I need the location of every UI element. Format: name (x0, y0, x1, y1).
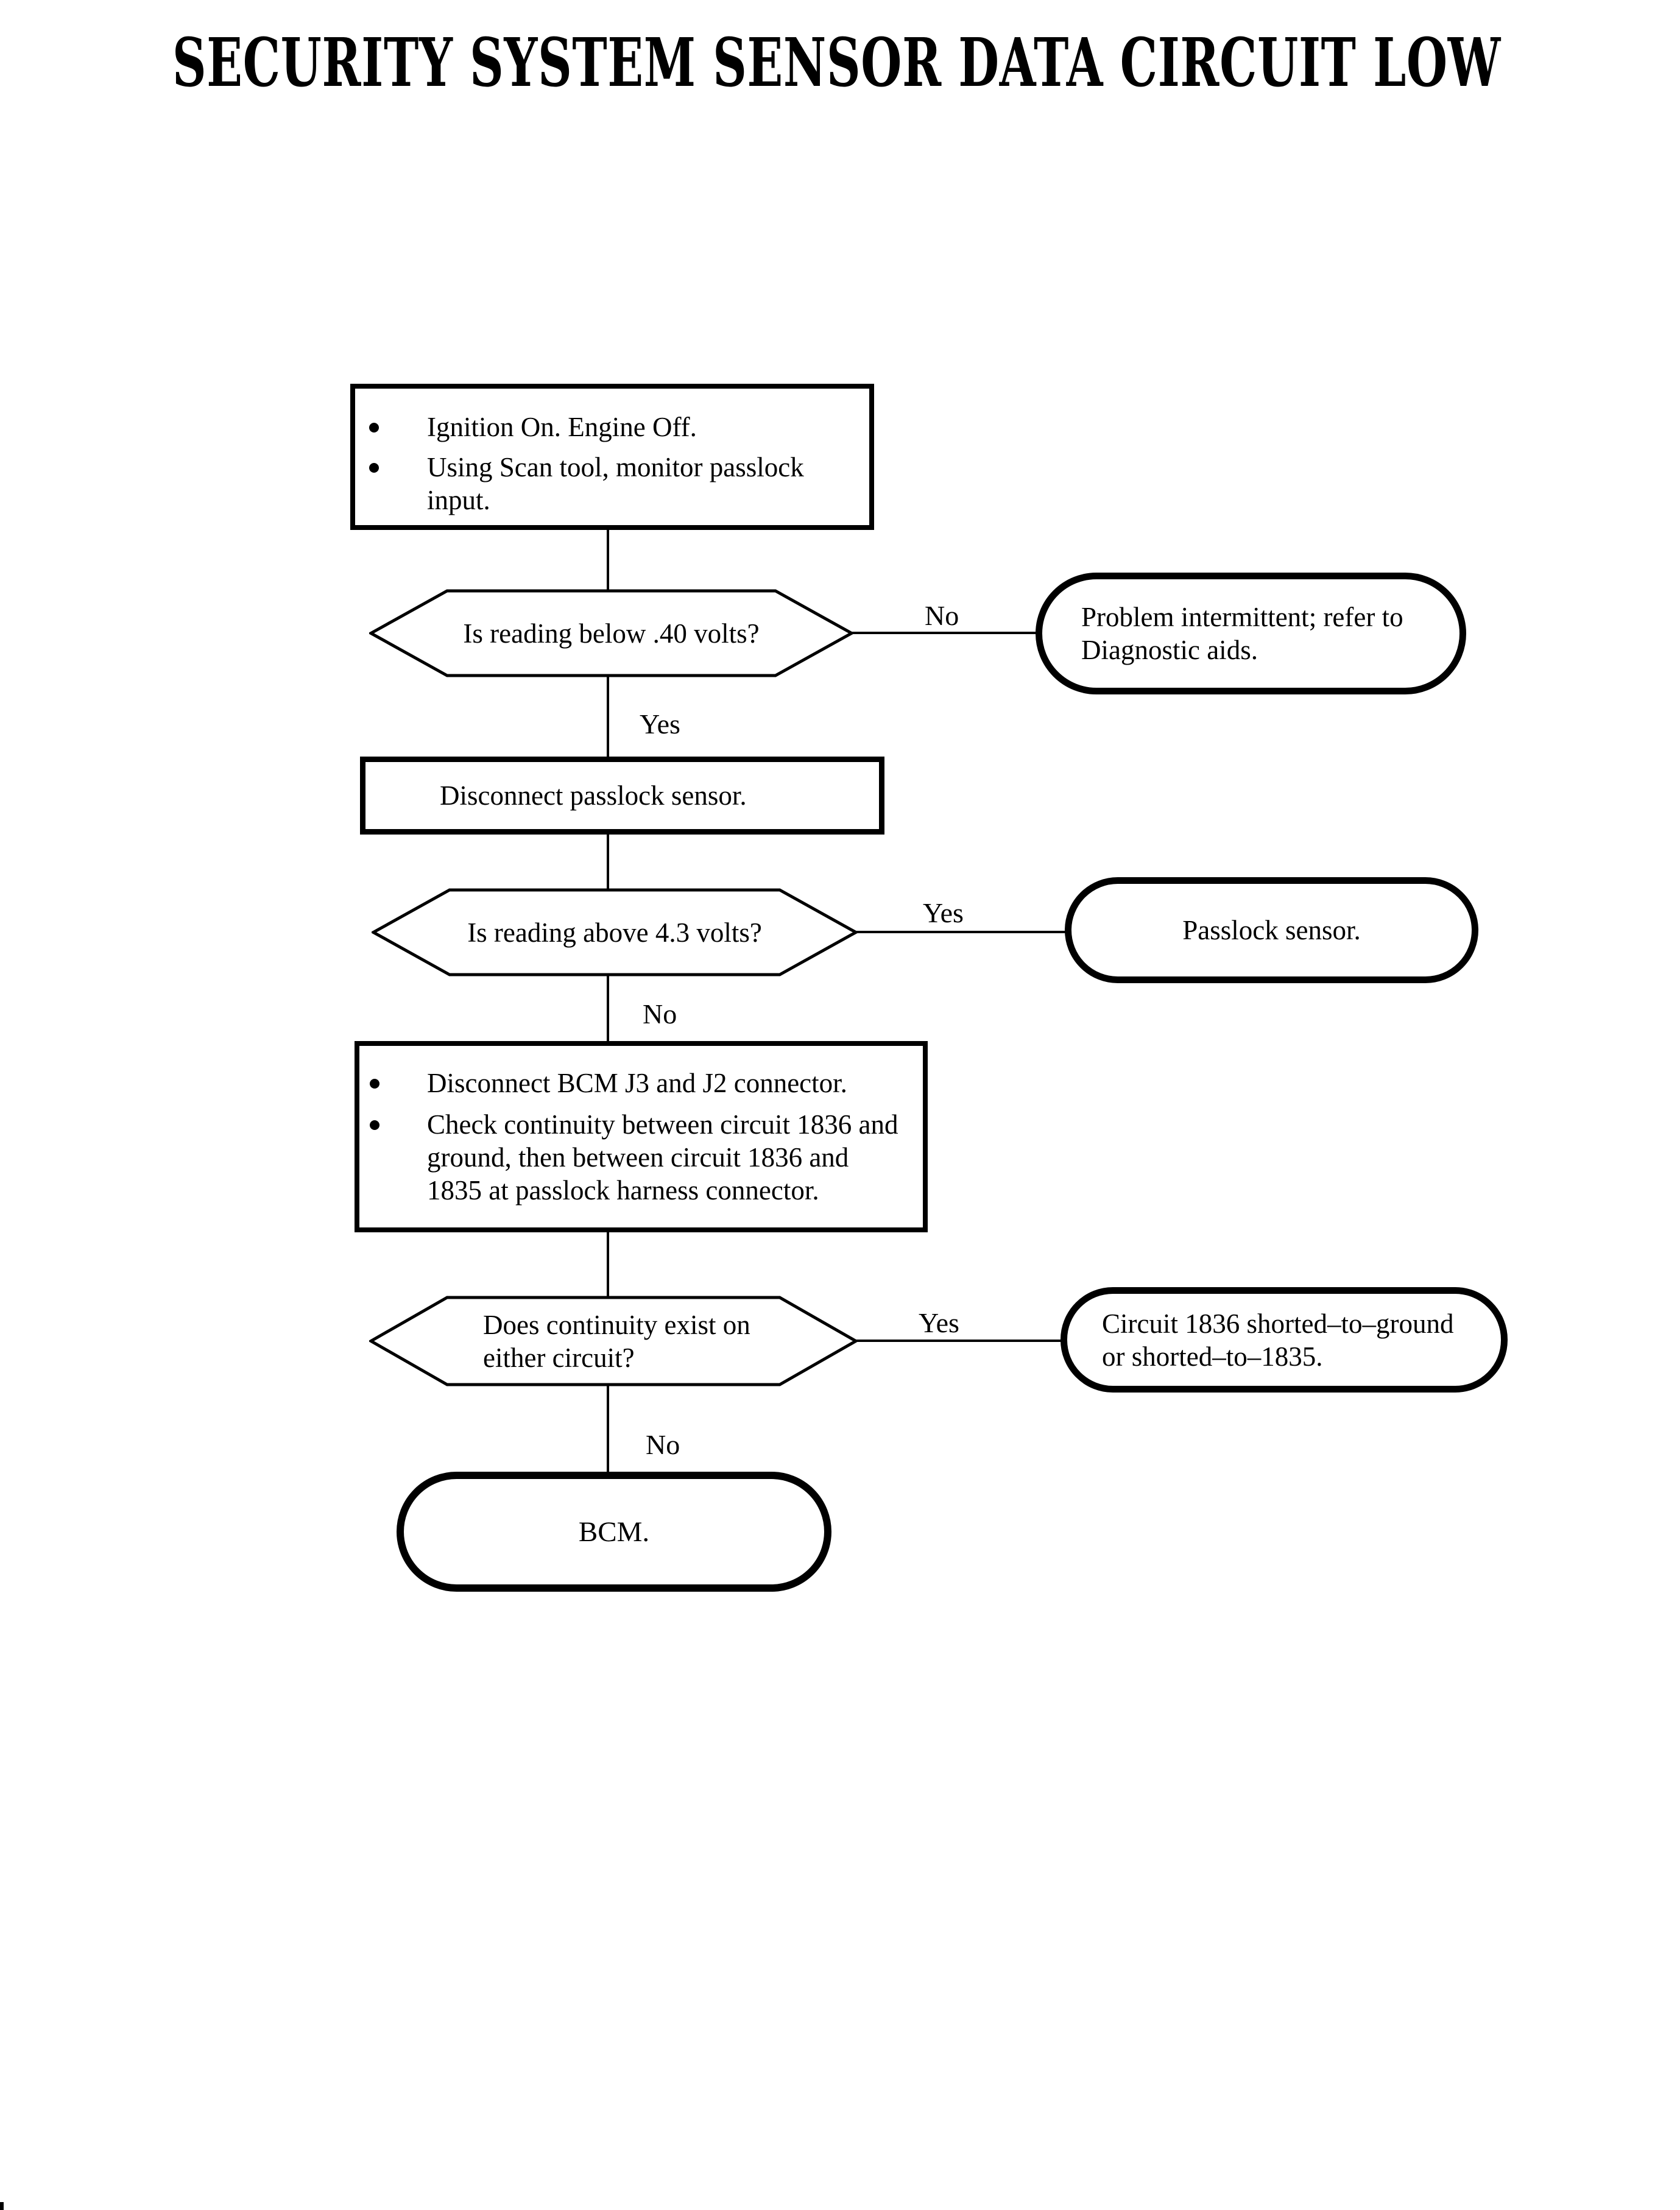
step1-bullet-item-2: Using Scan tool, monitor passlock input. (369, 451, 857, 517)
hexagon-shape (372, 888, 858, 976)
connector-decision3-to-terminal (607, 1384, 609, 1473)
decision2-question: Is reading above 4.3 volts? (467, 917, 762, 948)
hexagon-shape (369, 1296, 858, 1386)
result1-terminal: Problem intermittent; refer to Diagnosti… (1036, 573, 1466, 694)
step3-bullet-item-1: Disconnect BCM J3 and J2 connector. (370, 1067, 911, 1100)
result2-terminal: Passlock sensor. (1065, 877, 1478, 983)
step3-text-line: ground, then between circuit 1836 and (427, 1142, 849, 1173)
decision3-hexagon: Does continuity exist on either circuit? (369, 1296, 858, 1386)
connector-decision1-to-step2 (607, 675, 609, 758)
decision3-question: Does continuity exist on either circuit? (369, 1296, 858, 1386)
decision1-no-label: No (925, 600, 959, 631)
step3-text-line: 1835 at passlock harness connector. (427, 1175, 819, 1206)
connector-decision2-to-step3 (607, 975, 609, 1042)
decision2-no-label: No (643, 998, 677, 1029)
result1-line: Problem intermittent; refer to (1081, 602, 1403, 632)
decision2-hexagon: Is reading above 4.3 volts? (372, 888, 858, 976)
bcm-text: BCM. (578, 1516, 650, 1548)
hexagon-shape (369, 589, 853, 677)
result1-line: Diagnostic aids. (1081, 635, 1258, 665)
step3-process-box: Disconnect BCM J3 and J2 connector. Chec… (355, 1041, 928, 1232)
decision1-question: Is reading below .40 volts? (463, 618, 760, 649)
decision3-question-line: Does continuity exist on (483, 1309, 750, 1340)
decision1-yes-label: Yes (640, 708, 680, 740)
connector-decision3-yes-branch (855, 1340, 1065, 1342)
connector-decision1-no-branch (850, 632, 1040, 634)
result3-line: or shorted–to–1835. (1102, 1341, 1323, 1372)
result2-text: Passlock sensor. (1182, 915, 1361, 945)
step1-process-box: Ignition On. Engine Off. Using Scan tool… (350, 384, 874, 530)
step1-bullet-item-1: Ignition On. Engine Off. (369, 411, 857, 443)
bullet-icon (370, 1120, 379, 1130)
decision3-yes-label: Yes (919, 1307, 959, 1338)
connector-decision2-yes-branch (855, 931, 1070, 933)
bullet-icon (370, 1079, 379, 1089)
step3-text-line: Check continuity between circuit 1836 an… (427, 1109, 898, 1140)
bullet-icon (369, 463, 379, 473)
step2-text: Disconnect passlock sensor. (440, 780, 747, 811)
decision3-question-line: either circuit? (483, 1342, 635, 1373)
step1-text-line: Ignition On. Engine Off. (427, 412, 697, 442)
step2-process-box: Disconnect passlock sensor. (360, 757, 884, 835)
bullet-icon (369, 423, 379, 432)
decision2-yes-label: Yes (923, 897, 964, 928)
step3-text-line: Disconnect BCM J3 and J2 connector. (427, 1068, 847, 1098)
result3-line: Circuit 1836 shorted–to–ground (1102, 1308, 1454, 1339)
connector-step3-to-decision3 (607, 1230, 609, 1297)
step3-bullet-item-2: Check continuity between circuit 1836 an… (370, 1108, 911, 1207)
scan-artifact-dot (0, 2202, 4, 2210)
decision1-hexagon: Is reading below .40 volts? (369, 589, 853, 677)
step1-text-line: input. (427, 485, 490, 515)
step1-text-line: Using Scan tool, monitor passlock (427, 452, 804, 482)
decision3-no-label: No (646, 1429, 680, 1460)
connector-step2-to-decision2 (607, 832, 609, 889)
page-title: SECURITY SYSTEM SENSOR DATA CIRCUIT LOW (172, 23, 1501, 102)
connector-step1-to-decision1 (607, 529, 609, 590)
result3-terminal: Circuit 1836 shorted–to–ground or shorte… (1061, 1287, 1508, 1393)
bcm-terminal: BCM. (397, 1472, 831, 1592)
